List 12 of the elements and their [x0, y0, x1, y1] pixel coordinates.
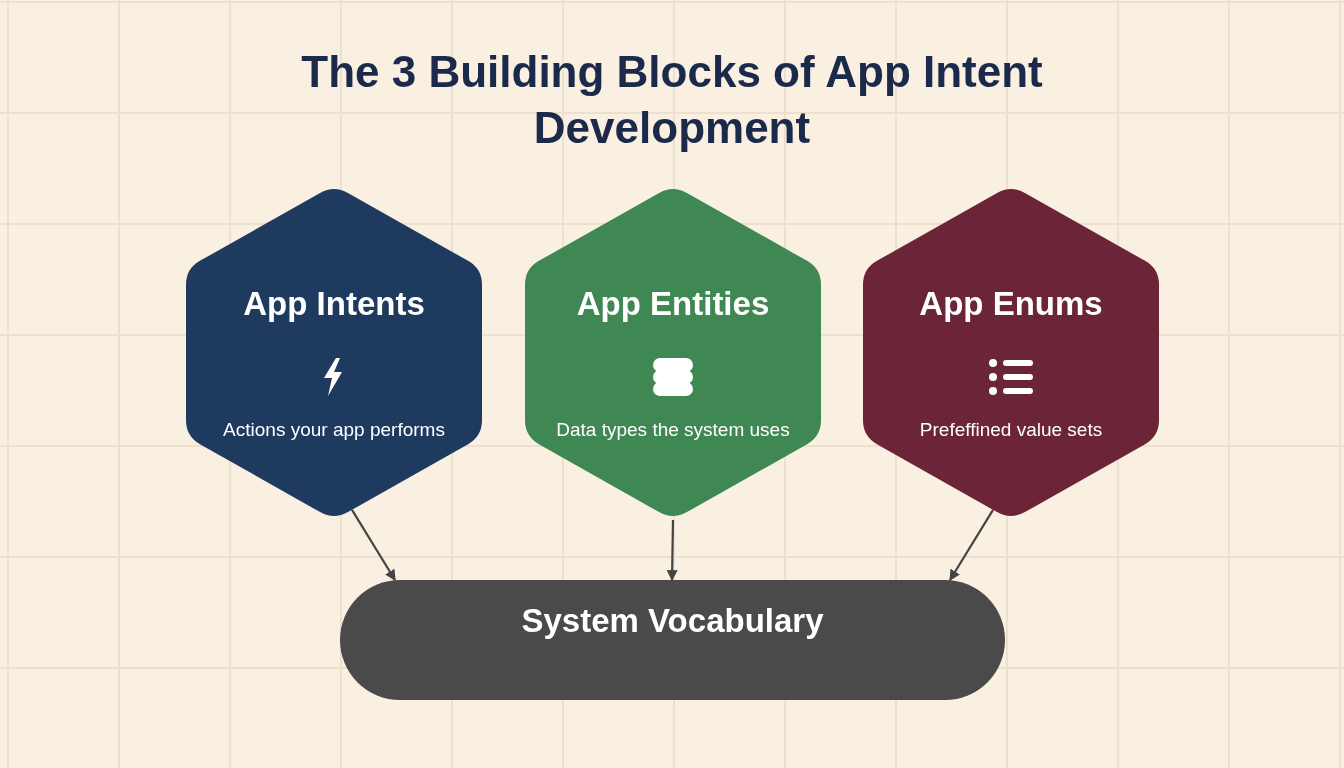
block-heading: App Intents — [242, 285, 426, 323]
arrow — [351, 509, 396, 581]
diagram-title: The 3 Building Blocks of App Intent Development — [300, 46, 1044, 154]
arrow — [949, 509, 994, 581]
pill-heading: System Vocabulary — [520, 602, 825, 640]
block-heading: App Entities — [575, 285, 771, 323]
summary-pill — [340, 580, 1005, 700]
block-description: Data types the system uses — [555, 419, 791, 441]
block-description: Prefeffined value sets — [918, 419, 1104, 441]
block-heading: App Enums — [918, 285, 1104, 323]
block-description: Actions your app performs — [222, 419, 446, 441]
arrow — [666, 520, 678, 582]
